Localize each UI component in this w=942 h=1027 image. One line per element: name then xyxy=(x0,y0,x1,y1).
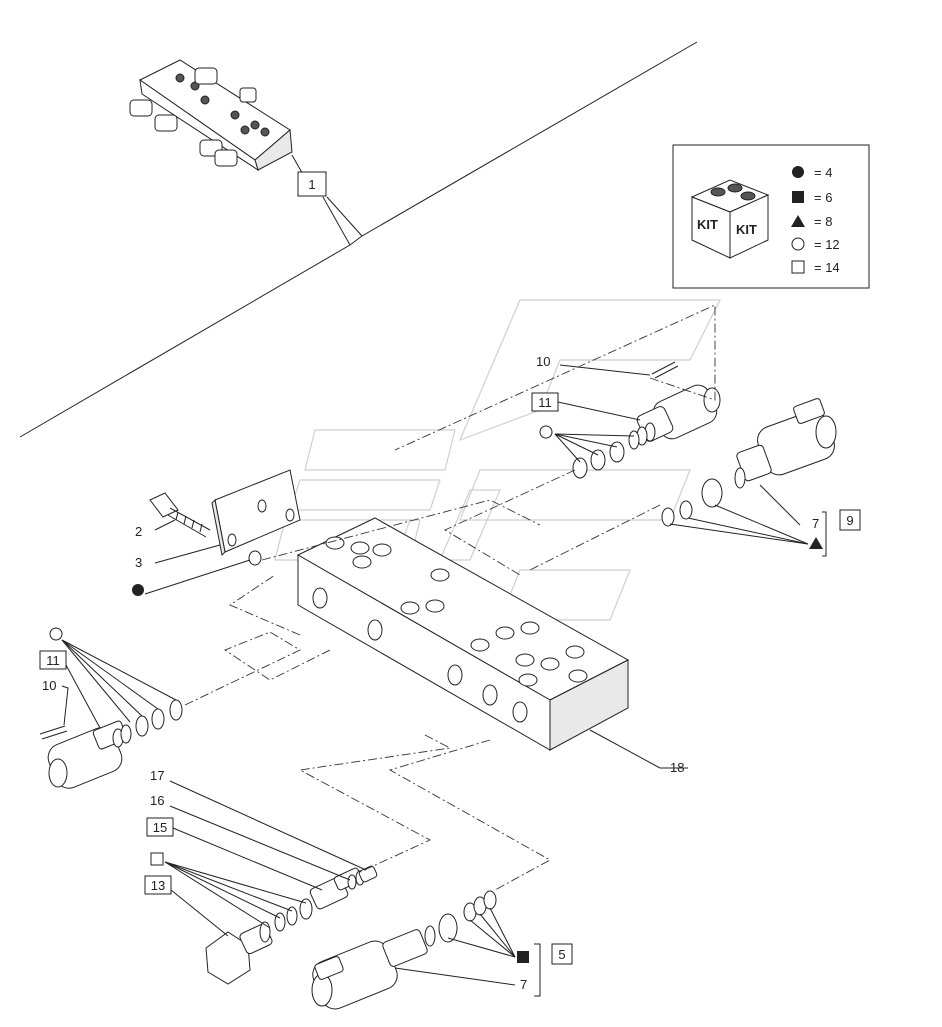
valve-assembly-overview xyxy=(129,59,306,179)
filled-circle-icon xyxy=(132,584,144,596)
cover-plate xyxy=(211,469,301,557)
callout-9-label: 9 xyxy=(846,513,853,528)
o-rings-right xyxy=(661,478,723,527)
callout-11b: 11 xyxy=(39,650,67,670)
bolt xyxy=(149,492,211,538)
o-rings-bottom xyxy=(438,890,497,943)
solenoid-valve-right xyxy=(734,398,837,489)
callout-5-label: 5 xyxy=(558,947,565,962)
legend-text-2: = 6 xyxy=(814,190,832,205)
assembly-centerlines xyxy=(184,304,716,891)
open-square-icon xyxy=(150,852,164,866)
spool xyxy=(309,865,378,910)
callout-17-label: 17 xyxy=(150,768,164,783)
callout-15: 15 xyxy=(146,817,174,837)
callout-7b-label: 7 xyxy=(520,977,527,992)
callout-11a: 11 xyxy=(531,392,559,412)
plug xyxy=(205,921,273,985)
open-circle-icon xyxy=(49,627,63,641)
callout-15-label: 15 xyxy=(153,820,167,835)
callout-18-label: 18 xyxy=(670,760,684,775)
kit-label-left: KIT xyxy=(697,217,718,232)
solenoid-valve-bottom xyxy=(311,925,436,1010)
pin xyxy=(39,725,68,740)
kit-legend: KIT KIT = 4 = 6 = 8 = 12 = 14 xyxy=(672,144,870,289)
open-square-icon xyxy=(791,260,805,274)
callout-9: 9 xyxy=(839,509,861,531)
callout-13-label: 13 xyxy=(151,878,165,893)
break-line xyxy=(19,41,698,438)
filled-circle-icon xyxy=(792,166,804,178)
o-ring xyxy=(248,550,262,566)
filled-square-icon xyxy=(792,191,804,203)
filled-triangle-icon xyxy=(791,215,805,227)
callout-3-label: 3 xyxy=(135,555,142,570)
callout-1: 1 xyxy=(297,171,327,197)
filled-square-icon xyxy=(517,951,529,963)
callout-10b-label: 10 xyxy=(42,678,56,693)
callout-11a-label: 11 xyxy=(538,395,552,410)
callout-16-label: 16 xyxy=(150,793,164,808)
legend-text-3: = 8 xyxy=(814,214,832,229)
callout-11b-label: 11 xyxy=(46,653,60,668)
o-rings-plug xyxy=(274,898,313,932)
filled-triangle-icon xyxy=(809,537,823,549)
callout-1-label: 1 xyxy=(308,177,315,192)
legend-text-5: = 14 xyxy=(814,260,840,275)
pin xyxy=(651,361,679,379)
manifold-block xyxy=(296,517,688,769)
o-rings-top xyxy=(572,441,625,479)
callout-13: 13 xyxy=(144,875,172,895)
legend-text-1: = 4 xyxy=(814,165,832,180)
open-circle-icon xyxy=(539,425,553,439)
solenoid-valve-left xyxy=(47,720,132,789)
callout-7a-label: 7 xyxy=(812,516,819,531)
legend-text-4: = 12 xyxy=(814,237,840,252)
o-rings-left xyxy=(135,699,183,737)
callout-2-label: 2 xyxy=(135,524,142,539)
kit-label-right: KIT xyxy=(736,222,757,237)
callout-5: 5 xyxy=(551,943,573,965)
open-circle-icon xyxy=(791,237,805,251)
solenoid-valve-top xyxy=(628,384,721,450)
callout-10a-label: 10 xyxy=(536,354,550,369)
kit-box-icon: KIT KIT xyxy=(690,179,770,259)
